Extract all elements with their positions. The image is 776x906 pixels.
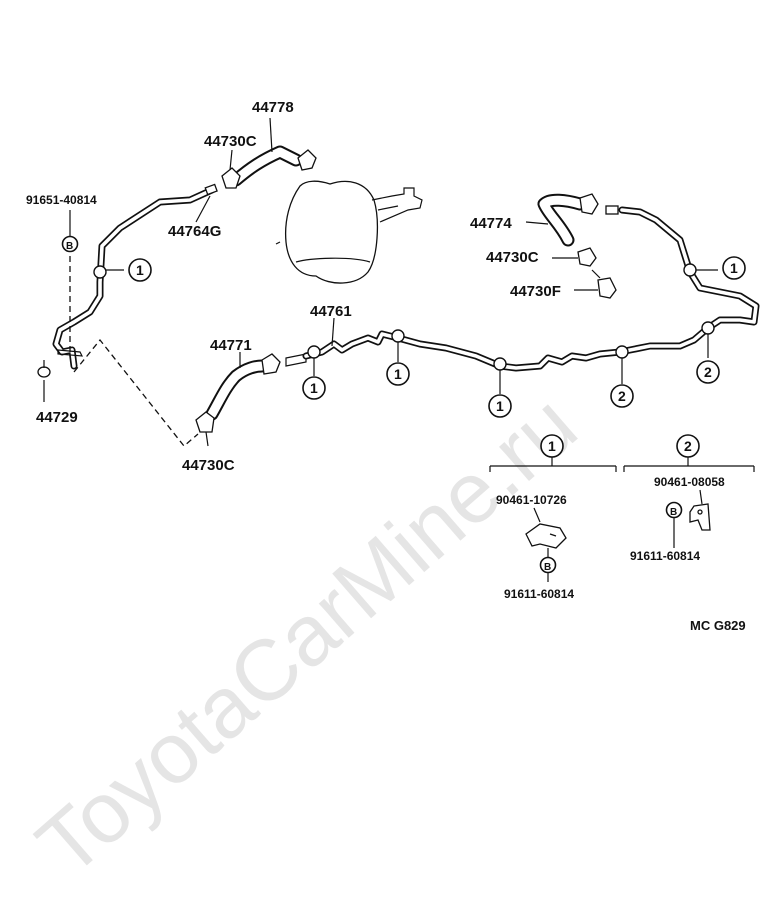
label-44730c-mid: 44730C xyxy=(486,249,539,266)
group-2-marker: 2 xyxy=(676,434,700,458)
brake-booster xyxy=(275,180,423,284)
label-44730f: 44730F xyxy=(510,283,561,300)
label-44774: 44774 xyxy=(470,215,512,232)
group-1-marker: 1 xyxy=(540,434,564,458)
svg-text:2: 2 xyxy=(684,438,692,454)
label-44729: 44729 xyxy=(36,409,78,426)
hose-44774 xyxy=(537,193,617,299)
svg-text:2: 2 xyxy=(618,388,626,404)
marker-1-right: 1 xyxy=(722,256,746,280)
svg-text:1: 1 xyxy=(496,398,504,414)
label-90461-10726: 90461-10726 xyxy=(496,493,567,507)
hose-44778 xyxy=(221,145,317,189)
detail-group-1: 1 90461-10726 B 91611-60814 xyxy=(489,434,617,601)
marker-1-c: 1 xyxy=(488,394,512,418)
marker-2-b: 2 xyxy=(696,360,720,384)
svg-text:1: 1 xyxy=(730,260,738,276)
label-44761: 44761 xyxy=(310,303,352,320)
svg-text:1: 1 xyxy=(548,438,556,454)
pipe-44761 xyxy=(302,205,760,372)
marker-1-a: 1 xyxy=(302,376,326,400)
leader-lines xyxy=(43,117,718,447)
svg-text:2: 2 xyxy=(704,364,712,380)
marker-2-a: 2 xyxy=(610,384,634,408)
svg-text:B: B xyxy=(544,562,551,573)
svg-text:B: B xyxy=(66,241,73,252)
bolt-marker-left: B xyxy=(61,235,79,253)
label-91611-60814-b: 91611-60814 xyxy=(630,549,700,563)
svg-text:1: 1 xyxy=(394,366,402,382)
clamp-nodes xyxy=(93,263,715,371)
group-2-bolt-marker: B xyxy=(665,501,683,519)
label-91651-40814: 91651-40814 xyxy=(26,193,97,207)
svg-text:B: B xyxy=(670,507,677,518)
group-1-bolt-marker: B xyxy=(539,556,557,574)
label-91611-60814-a: 91611-60814 xyxy=(504,587,574,601)
detail-group-2: 2 90461-08058 B 91611-60814 xyxy=(623,434,755,563)
marker-1-b: 1 xyxy=(386,362,410,386)
label-44764g: 44764G xyxy=(168,223,221,240)
pipe-44764g xyxy=(37,183,218,378)
svg-text:1: 1 xyxy=(136,262,144,278)
label-44730c-bottom: 44730C xyxy=(182,457,235,474)
hose-44771 xyxy=(195,353,307,433)
label-44771: 44771 xyxy=(210,337,252,354)
svg-text:1: 1 xyxy=(310,380,318,396)
part-labels: 44778 44730C 91651-40814 44764G 44774 44… xyxy=(26,99,561,474)
watermark: ToyotaCarMine.ru xyxy=(19,377,594,895)
diagram-code: MC G829 xyxy=(690,618,746,633)
label-44778: 44778 xyxy=(252,99,294,116)
label-90461-08058: 90461-08058 xyxy=(654,475,725,489)
label-44730c-top: 44730C xyxy=(204,133,257,150)
marker-1-left: 1 xyxy=(128,258,152,282)
